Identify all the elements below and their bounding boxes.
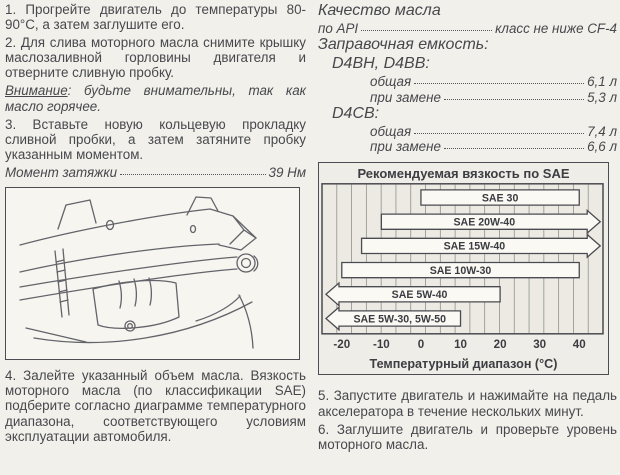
svg-text:10: 10 (454, 338, 467, 351)
engine-group-name: D4BH, D4BB: (332, 55, 430, 73)
dot-leader (120, 173, 266, 175)
step-5-text: 5. Запустите двигатель и нажимайте на пе… (318, 388, 617, 419)
engine-group-name: D4CB: (332, 104, 380, 122)
capacity-value: 7,4 л (587, 123, 617, 139)
warning-label: Внимание (5, 83, 68, 99)
chart-x-axis-label: Температурный диапазон (°C) (369, 357, 558, 372)
api-label: по API (318, 21, 359, 36)
torque-value: 39 Нм (268, 164, 306, 180)
capacity-value: 6,1 л (587, 74, 617, 90)
dot-leader (361, 30, 493, 31)
capacity-value: 5,3 л (587, 89, 617, 105)
chart-title: Рекомендуемая вязкость по SAE (357, 166, 570, 182)
capacity-label: общая (370, 123, 412, 139)
capacity-row: общая 7,4 л (344, 124, 617, 139)
api-value: класс не ниже CF-4 (495, 21, 617, 36)
dot-leader (414, 132, 585, 134)
svg-text:40: 40 (573, 338, 586, 351)
left-column: 1. Прогрейте двигатель до температуры 80… (5, 2, 306, 447)
svg-text:SAE 30: SAE 30 (482, 193, 519, 205)
engine-underside-illustration (19, 196, 259, 349)
capacity-label: общая (370, 74, 412, 90)
capacity-label: при замене (370, 89, 441, 105)
capacity-label: при замене (370, 139, 441, 155)
svg-text:-20: -20 (333, 338, 350, 351)
capacity-row: общая 6,1 л (344, 74, 617, 89)
warning-note: Внимание: будьте внимательны, так как ма… (5, 83, 306, 113)
step-1-text: 1. Прогрейте двигатель до температуры 80… (5, 2, 306, 33)
step-4-text: 4. Залейте указанный объем масла. Вязкос… (5, 368, 306, 444)
svg-text:30: 30 (533, 338, 546, 351)
warning-text: : будьте внимательны, так как масло горя… (5, 83, 306, 114)
svg-text:20: 20 (494, 338, 507, 351)
capacity-value: 6,6 л (587, 139, 617, 155)
api-class-row: по API класс не ниже CF-4 (318, 21, 617, 36)
capacity-row: при замене 5,3 л (344, 90, 617, 105)
oil-quality-line: Качество масла (318, 2, 441, 19)
right-column: Качество масла по API класс не ниже CF-4… (318, 2, 617, 455)
capacity-row: при замене 6,6 л (344, 139, 617, 154)
dot-leader (443, 98, 585, 100)
svg-text:SAE 15W-40: SAE 15W-40 (444, 241, 506, 253)
dot-leader (414, 83, 585, 85)
svg-text:SAE 5W-40: SAE 5W-40 (392, 290, 448, 302)
engine-underside-figure (5, 187, 300, 361)
step-6-text: 6. Заглушите двигатель и проверьте урове… (318, 421, 617, 452)
svg-text:SAE 5W-30, 5W-50: SAE 5W-30, 5W-50 (353, 314, 446, 326)
svg-text:0: 0 (418, 338, 424, 351)
oil-spec-block: Качество масла по API класс не ниже CF-4… (318, 2, 617, 154)
torque-spec-row: Момент затяжки 39 Нм (5, 165, 306, 180)
torque-label: Момент затяжки (5, 164, 118, 180)
step-3-text: 3. Вставьте новую кольцевую прокладку сл… (5, 116, 306, 162)
dot-leader (443, 148, 585, 150)
step-2-text: 2. Для слива моторного масла снимите кры… (5, 35, 306, 81)
svg-text:-10: -10 (373, 338, 390, 351)
svg-text:SAE 10W-30: SAE 10W-30 (430, 265, 492, 277)
capacity-heading: Заправочная емкость: (318, 36, 489, 54)
svg-text:SAE 20W-40: SAE 20W-40 (453, 217, 515, 229)
